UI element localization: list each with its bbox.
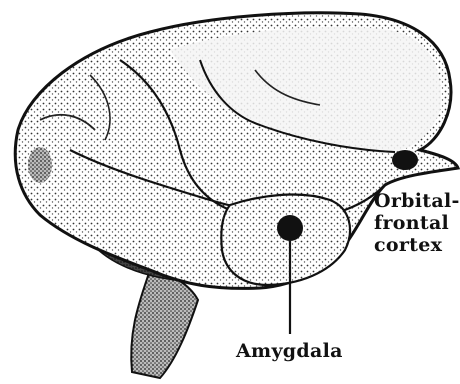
orbital-label-line-3: cortex (374, 234, 460, 256)
amygdala-region (277, 215, 303, 241)
orbital-label-line-2: frontal (374, 212, 460, 234)
amygdala-label: Amygdala (236, 340, 343, 362)
orbital-frontal-cortex-label: Orbital- frontal cortex (374, 190, 460, 256)
orbital-label-line-1: Orbital- (374, 190, 460, 212)
brainstem (131, 270, 198, 378)
occipital-shade (28, 147, 52, 183)
orbital-frontal-cortex-region (392, 150, 418, 170)
